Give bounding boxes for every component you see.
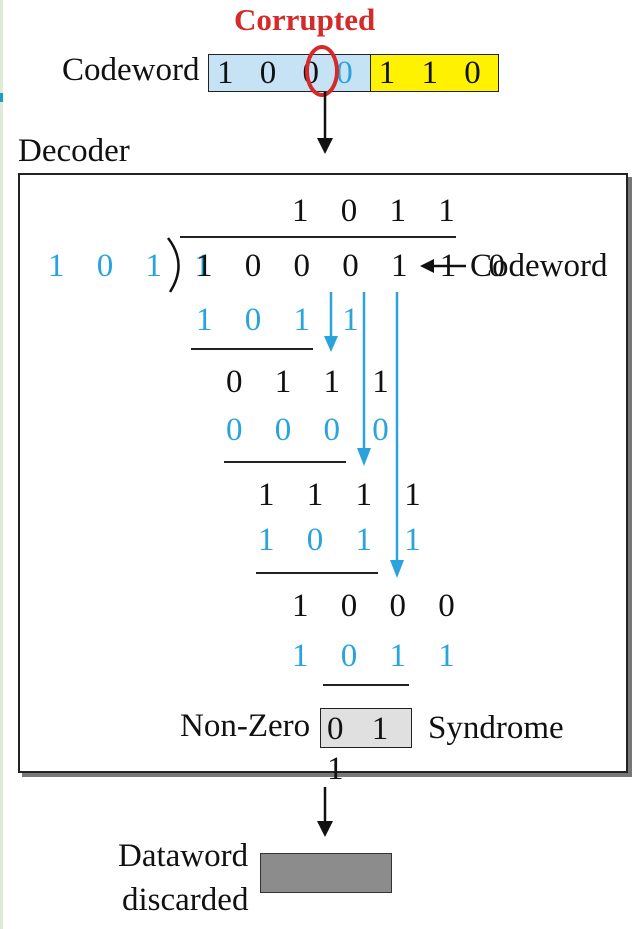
bring-down-arrow-2-head xyxy=(357,448,371,466)
step-3-result: 1 0 0 0 xyxy=(292,588,467,624)
discarded-label: discarded xyxy=(122,882,249,918)
step-4-rule xyxy=(323,684,409,686)
codeword-label: Codeword xyxy=(62,52,200,88)
left-edge-strip xyxy=(0,0,3,929)
arrow-out-of-decoder xyxy=(317,787,333,837)
bring-down-arrow-3-head xyxy=(390,560,404,578)
decoder-label: Decoder xyxy=(18,133,130,169)
dividend-codeword: 1 0 0 0 1 1 0 xyxy=(196,248,517,284)
quotient: 1 0 1 1 xyxy=(292,193,467,229)
corrupted-label: Corrupted xyxy=(234,2,376,37)
dataword-bits: 1 0 0 xyxy=(217,55,328,91)
dataword-label: Dataword xyxy=(118,838,249,874)
check-bits: 1 1 0 xyxy=(378,55,490,91)
arrow-into-decoder xyxy=(317,92,333,154)
step-4-subtract: 1 0 1 1 xyxy=(292,638,467,674)
check-bits-segment: 1 1 0 xyxy=(369,55,498,91)
divisor: 1 0 1 1 xyxy=(48,248,223,284)
dataword-bits-segment: 1 0 0 0 xyxy=(209,55,370,91)
left-edge-marker xyxy=(0,93,3,102)
step-2-rule xyxy=(224,461,346,463)
division-bracket xyxy=(167,237,180,293)
step-1-result: 0 1 1 1 xyxy=(226,364,401,400)
syndrome-label: Syndrome xyxy=(428,710,564,746)
codeword-box: 1 0 0 0 1 1 0 xyxy=(208,54,499,92)
non-zero-label: Non-Zero xyxy=(180,708,311,744)
step-2-subtract: 0 0 0 0 xyxy=(226,412,401,448)
step-3-rule xyxy=(256,572,378,574)
corrupted-bit-highlight-ring xyxy=(305,45,339,97)
bring-down-arrow-1-head xyxy=(324,336,338,352)
division-bar xyxy=(180,236,456,238)
discarded-dataword-box xyxy=(260,853,392,893)
decoder-box xyxy=(18,173,628,773)
corrupted-bit: 0 xyxy=(336,55,362,91)
codeword-label-right: Codeword xyxy=(470,248,608,284)
step-3-subtract: 1 0 1 1 xyxy=(258,522,433,558)
syndrome-box: 0 1 1 xyxy=(320,708,412,787)
step-2-result: 1 1 1 1 xyxy=(258,477,433,513)
step-1-subtract: 1 0 1 1 xyxy=(196,302,371,338)
arrow-to-codeword-label xyxy=(420,259,466,273)
step-1-rule xyxy=(191,348,313,350)
